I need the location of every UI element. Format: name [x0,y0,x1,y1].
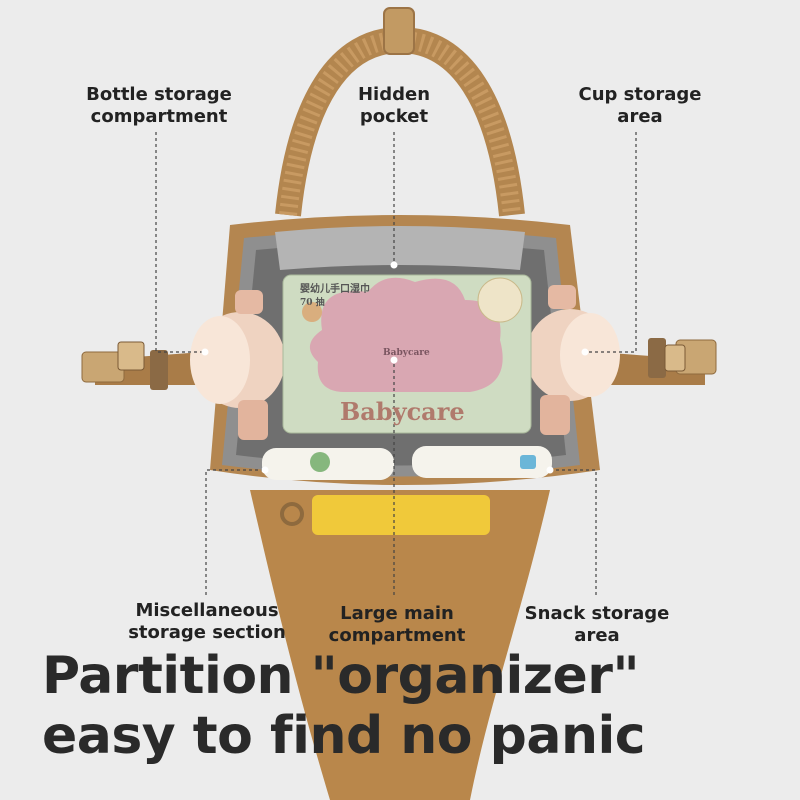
wipes-brand: Babycare [340,397,465,426]
bottle-left [190,290,285,440]
wipes-cn-label: 婴幼儿手口湿巾 [300,282,370,295]
wipes-logo-small: Babycare [383,348,430,358]
diapers [262,446,552,480]
callout-lines [155,132,637,595]
callout-misc: Miscellaneous storage section [128,600,286,643]
wipes-pack [282,274,532,434]
callout-snack: Snack storage area [524,603,670,646]
callout-cup: Cup storage area [578,84,702,127]
callout-dots [201,261,589,474]
headline-line-1: Partition "organizer" [42,646,640,706]
callout-main: Large main compartment [328,603,466,646]
bottom-strap [250,490,550,800]
wipes-count: 70 抽 [300,296,325,308]
callout-bottle: Bottle storage compartment [86,84,232,127]
zipper-pulls [117,341,686,372]
bottle-right [526,285,620,435]
callout-hidden: Hidden pocket [357,84,431,127]
top-handle [275,7,525,217]
headline-line-2: easy to find no panic [42,706,646,766]
